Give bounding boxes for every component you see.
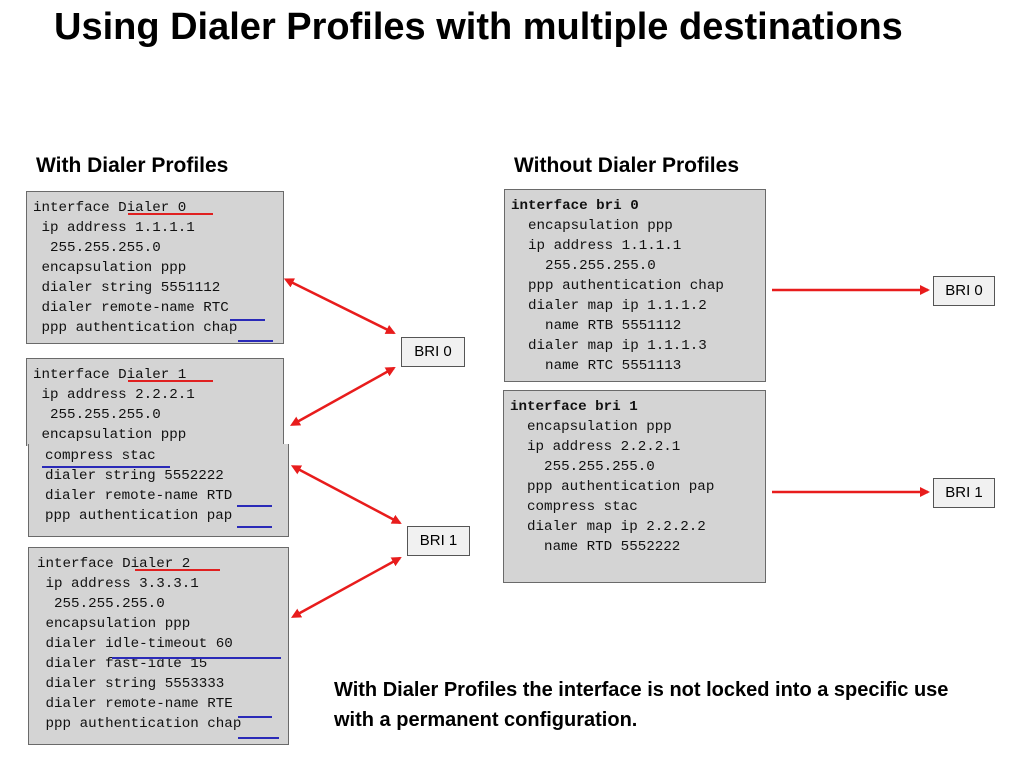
config-line: compress stac xyxy=(45,448,156,464)
arrow-dialer0-bri0 xyxy=(283,278,396,335)
config-line: encapsulation ppp xyxy=(37,616,191,632)
config-line: dialer map ip 1.1.1.3 xyxy=(511,338,707,354)
left-bri1-box: BRI 1 xyxy=(407,526,470,556)
bri1-config-box: interface bri 1 encapsulation ppp ip add… xyxy=(503,390,766,583)
config-line: dialer remote-name RTC xyxy=(33,300,229,316)
config-line: dialer map ip 1.1.1.2 xyxy=(511,298,707,314)
dialer1-config-box-bottom: compress stac dialer string 5552222 dial… xyxy=(28,444,289,537)
right-bri0-box: BRI 0 xyxy=(933,276,995,306)
dialer2-config-box: interface Dialer 2 ip address 3.3.3.1 25… xyxy=(28,547,289,745)
config-line: dialer remote-name RTD xyxy=(45,488,233,504)
config-line: name RTB 5551112 xyxy=(511,318,682,334)
config-line: 255.255.255.0 xyxy=(33,240,161,256)
config-line: dialer fast-idle 15 xyxy=(37,656,208,672)
config-line: ppp authentication pap xyxy=(45,508,233,524)
page-title: Using Dialer Profiles with multiple dest… xyxy=(54,6,903,48)
config-line: interface bri 0 xyxy=(511,198,639,214)
summary-note: With Dialer Profiles the interface is no… xyxy=(334,679,949,731)
config-line: ppp authentication chap xyxy=(33,320,238,336)
config-line: dialer string 5551112 xyxy=(33,280,221,296)
config-line: compress stac xyxy=(510,499,638,515)
config-line: dialer string 5553333 xyxy=(37,676,225,692)
arrow-dialer2-bri1 xyxy=(290,556,402,618)
config-line: 255.255.255.0 xyxy=(511,258,656,274)
config-line: interface Dialer 1 xyxy=(33,367,187,383)
config-line: 255.255.255.0 xyxy=(37,596,165,612)
config-line: ip address 2.2.2.1 xyxy=(510,439,681,455)
dialer0-config-box: interface Dialer 0 ip address 1.1.1.1 25… xyxy=(26,191,284,344)
with-profiles-heading: With Dialer Profiles xyxy=(36,154,229,177)
config-line: ppp authentication chap xyxy=(511,278,724,294)
config-line: name RTC 5551113 xyxy=(511,358,682,374)
config-line: interface Dialer 0 xyxy=(33,200,187,216)
arrow-dialer1-bri0 xyxy=(290,366,396,426)
right-bri1-box: BRI 1 xyxy=(933,478,995,508)
arrow-dialer1-bri1 xyxy=(290,465,402,525)
config-line: name RTD 5552222 xyxy=(510,539,681,555)
config-line: ip address 3.3.3.1 xyxy=(37,576,199,592)
config-line: ip address 2.2.2.1 xyxy=(33,387,195,403)
config-line: encapsulation ppp xyxy=(511,218,673,234)
config-line: interface bri 1 xyxy=(510,399,638,415)
without-profiles-heading: Without Dialer Profiles xyxy=(514,154,740,177)
config-line: encapsulation ppp xyxy=(33,427,187,443)
config-line: dialer idle-timeout 60 xyxy=(37,636,233,652)
bri0-config-box: interface bri 0 encapsulation ppp ip add… xyxy=(504,189,766,382)
config-line: dialer string 5552222 xyxy=(45,468,224,484)
config-line: dialer remote-name RTE xyxy=(37,696,233,712)
config-line: interface Dialer 2 xyxy=(37,556,191,572)
config-line: ip address 1.1.1.1 xyxy=(511,238,682,254)
config-line: encapsulation ppp xyxy=(33,260,187,276)
config-line: ip address 1.1.1.1 xyxy=(33,220,195,236)
dialer1-config-box-top: interface Dialer 1 ip address 2.2.2.1 25… xyxy=(26,358,284,446)
config-line: ppp authentication pap xyxy=(510,479,715,495)
config-line: encapsulation ppp xyxy=(510,419,672,435)
left-bri0-box: BRI 0 xyxy=(401,337,465,367)
config-line: dialer map ip 2.2.2.2 xyxy=(510,519,706,535)
config-line: 255.255.255.0 xyxy=(510,459,655,475)
config-line: 255.255.255.0 xyxy=(33,407,161,423)
config-line: ppp authentication chap xyxy=(37,716,242,732)
